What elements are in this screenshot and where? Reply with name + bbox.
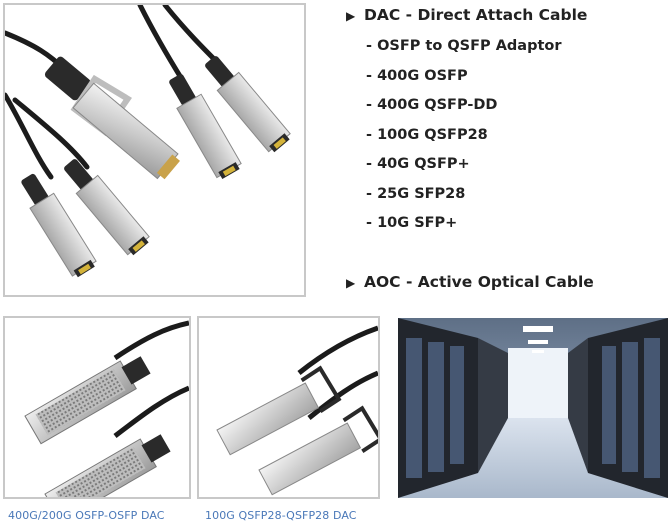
list-item: - 25G SFP28 [366, 185, 466, 202]
list-item: - 40G QSFP+ [366, 156, 470, 172]
list-item: - 100G QSFP28 [366, 126, 488, 143]
dac-heading: ▶ DAC - Direct Attach Cable [346, 6, 587, 24]
aoc-heading: ▶ AOC - Active Optical Cable [346, 273, 594, 291]
osfp-dac-caption: 400G/200G OSFP-OSFP DAC [8, 509, 165, 522]
osfp-dac-photo [3, 316, 191, 499]
bullet-arrow-icon: ▶ [346, 276, 356, 290]
breakout-dac-photo [3, 3, 306, 297]
data-center-photo [398, 318, 668, 498]
qsfp28-dac-photo [197, 316, 380, 499]
dac-product-list: - OSFP to QSFP Adaptor - 400G OSFP - 400… [366, 36, 562, 243]
aoc-title: AOC - Active Optical Cable [364, 273, 594, 291]
list-item: - 400G QSFP-DD [366, 97, 498, 113]
qsfp-connector [44, 56, 180, 180]
qsfp28-dac-caption: 100G QSFP28-QSFP28 DAC [205, 509, 357, 522]
dac-title: DAC - Direct Attach Cable [364, 6, 588, 24]
list-item: - OSFP to QSFP Adaptor [366, 38, 562, 54]
list-item: - 400G OSFP [366, 67, 468, 84]
bullet-arrow-icon: ▶ [346, 9, 356, 23]
list-item: - 10G SFP+ [366, 215, 458, 231]
